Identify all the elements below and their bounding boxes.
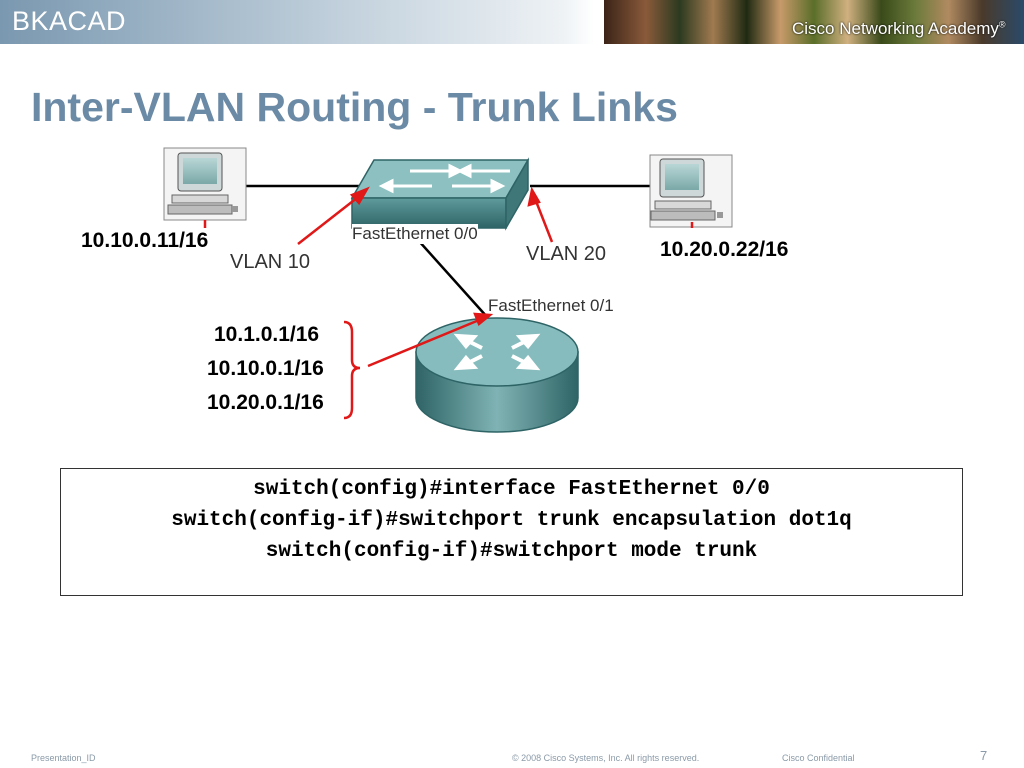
academy-logo-text: Cisco Networking Academy®: [792, 19, 1006, 39]
footer-presentation-id: Presentation_ID: [31, 753, 96, 763]
command-line: switch(config-if)#switchport mode trunk: [265, 540, 758, 563]
switch-icon: [350, 157, 530, 231]
footer-confidential: Cisco Confidential: [782, 753, 855, 763]
pc-left-icon: [163, 147, 247, 221]
command-line: switch(config)#interface FastEthernet 0/…: [253, 478, 770, 501]
page-title: Inter-VLAN Routing - Trunk Links: [31, 84, 678, 130]
vlan-left-label: VLAN 10: [230, 251, 311, 273]
header-photo-strip: [604, 0, 1024, 44]
router-icon: [415, 317, 579, 433]
page-number: 7: [980, 748, 988, 763]
router-ip-1: 10.1.0.1/16: [214, 323, 320, 346]
annotation-arrows: [203, 186, 694, 368]
switch-port-label: FastEthernet 0/0: [352, 224, 478, 244]
command-box: switch(config)#interface FastEthernet 0/…: [60, 468, 963, 596]
academy-name: Cisco Networking Academy: [792, 19, 999, 38]
pc-right-icon: [649, 154, 733, 228]
router-ip-2: 10.10.0.1/16: [207, 357, 324, 380]
brand-label: BKACAD: [12, 6, 127, 36]
footer-copyright: © 2008 Cisco Systems, Inc. All rights re…: [512, 753, 700, 763]
arrow-vlan10: [297, 193, 363, 245]
arrow-router-port: [367, 316, 485, 368]
pc-left-ip: 10.10.0.11/16: [81, 229, 209, 252]
router-ip-3: 10.20.0.1/16: [207, 391, 324, 414]
command-line: switch(config-if)#switchport trunk encap…: [171, 509, 852, 532]
vlan-right-label: VLAN 20: [526, 243, 607, 265]
link-switch-router: [417, 239, 489, 319]
router-ips-brace: [343, 320, 361, 420]
academy-mark: ®: [998, 19, 1006, 30]
pc-right-ip: 10.20.0.22/16: [660, 238, 789, 261]
router-port-label: FastEthernet 0/1: [488, 296, 614, 315]
